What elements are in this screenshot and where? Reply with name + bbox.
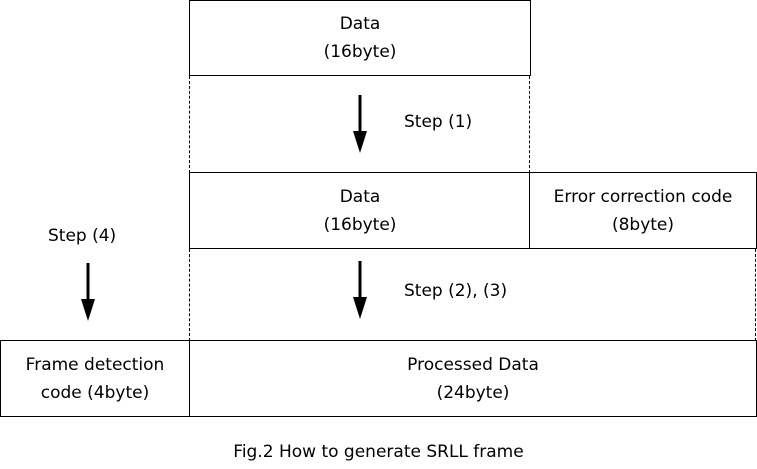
processed-data-box: Processed Data (24byte)	[189, 340, 757, 417]
data-box-middle-size: (16byte)	[323, 214, 397, 235]
dashed-connector-right-2	[755, 249, 756, 341]
error-correction-box: Error correction code (8byte)	[529, 172, 757, 249]
data-box-middle: Data (16byte)	[189, 172, 531, 249]
data-box-top-title: Data	[339, 14, 381, 34]
dashed-connector-right-1	[529, 76, 530, 173]
step4-arrow	[81, 263, 95, 321]
dashed-connector-left-1	[189, 76, 190, 173]
figure-caption: Fig.2 How to generate SRLL frame	[233, 442, 524, 462]
frame-detection-line1: Frame detection	[25, 354, 165, 375]
processed-data-title: Processed Data	[407, 354, 539, 375]
error-correction-title: Error correction code	[553, 186, 733, 207]
data-box-top-size: (16byte)	[323, 42, 397, 62]
dashed-connector-left-2	[189, 249, 190, 341]
step1-arrow	[353, 95, 367, 153]
data-box-middle-title: Data	[339, 186, 381, 207]
step4-label: Step (4)	[48, 226, 117, 246]
error-correction-size: (8byte)	[611, 214, 675, 235]
data-box-top: Data (16byte)	[189, 0, 531, 76]
step23-arrow	[353, 261, 367, 319]
processed-data-size: (24byte)	[436, 382, 510, 403]
step23-label: Step (2), (3)	[404, 281, 508, 301]
frame-detection-box: Frame detection code (4byte)	[0, 340, 190, 417]
frame-detection-line2: code (4byte)	[40, 382, 150, 403]
step1-label: Step (1)	[404, 112, 473, 132]
